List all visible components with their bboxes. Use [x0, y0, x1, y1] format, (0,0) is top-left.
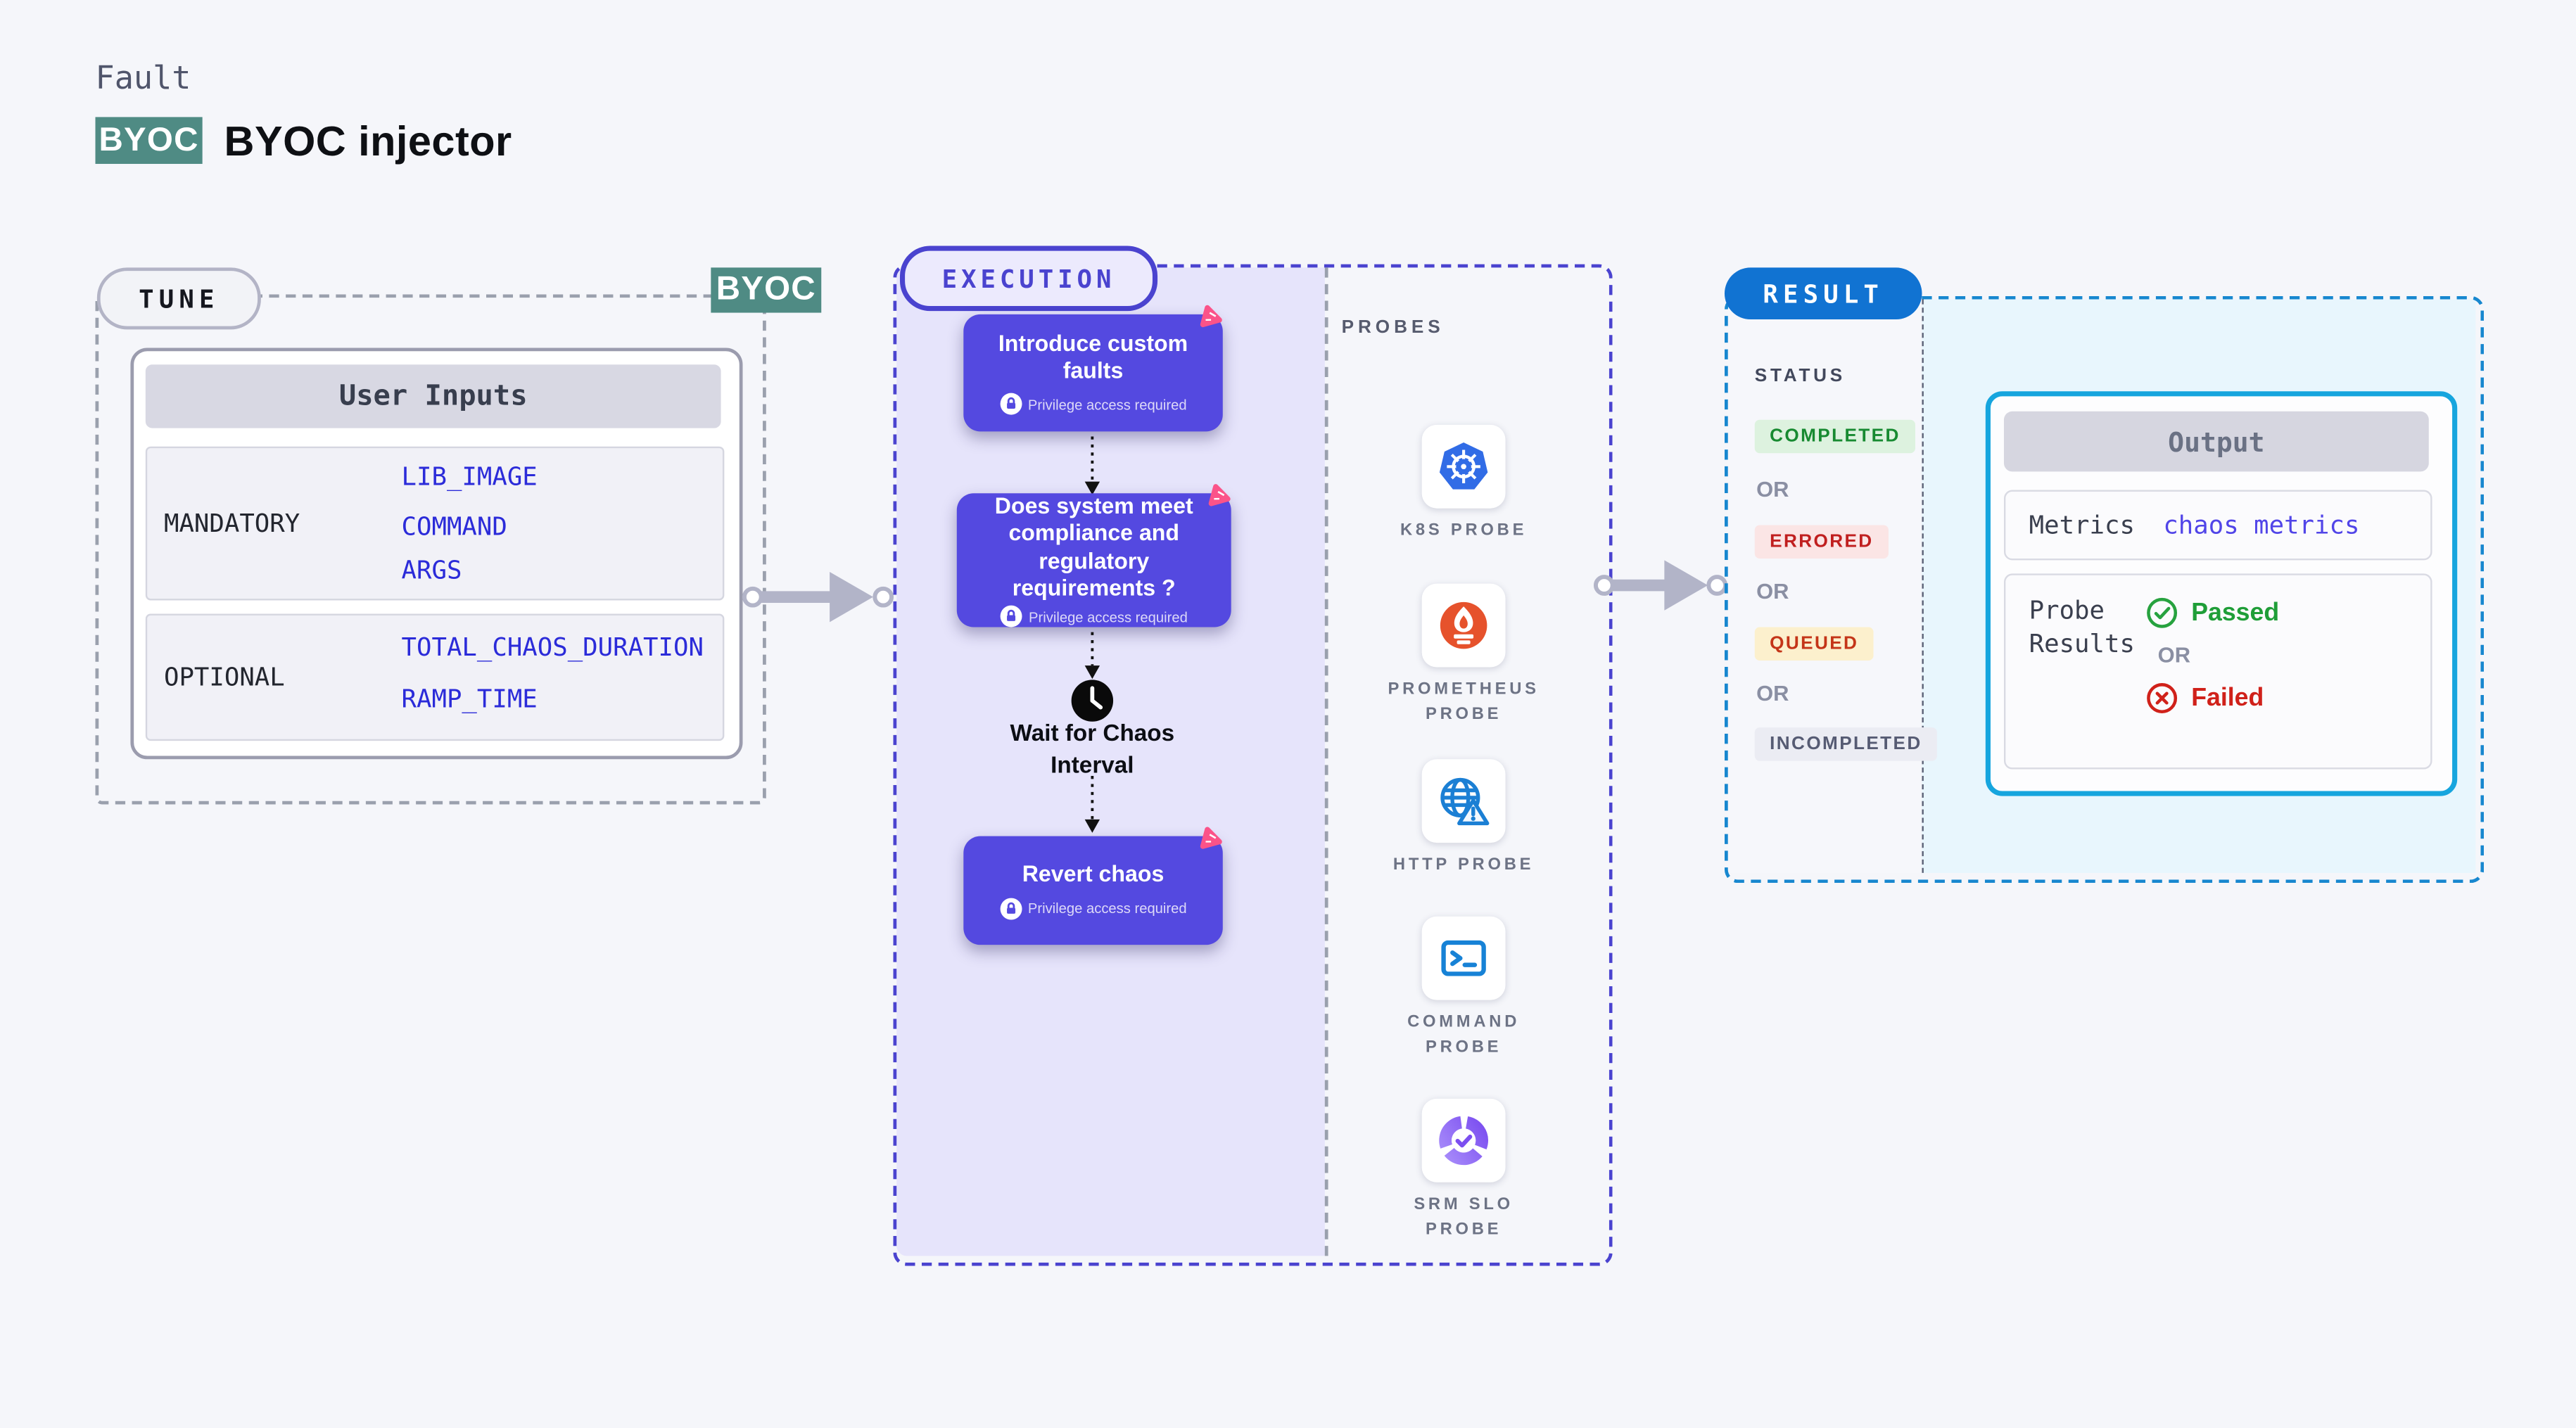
step-introduce-faults: Introduce custom faults Privilege access…: [963, 314, 1223, 432]
probe-label: PROMETHEUS PROBE: [1388, 680, 1540, 725]
lock-icon: [999, 393, 1022, 416]
or-label: OR: [1756, 476, 1789, 502]
output-header: Output: [2003, 411, 2429, 472]
lock-icon: [1000, 606, 1022, 628]
chaos-logo-icon: [1208, 484, 1231, 506]
passed-label: Passed: [2191, 597, 2280, 627]
probe-srm-slo: SRM SLO PROBE: [1380, 1098, 1547, 1242]
terminal-icon: [1421, 916, 1506, 1000]
byoc-corner-badge: BYOC: [711, 267, 822, 313]
status-badge-errored: ERRORED: [1754, 525, 1889, 559]
http-globe-icon: [1421, 759, 1506, 843]
probe-command: COMMAND PROBE: [1380, 916, 1547, 1060]
input-value: TOTAL_CHAOS_DURATION: [401, 632, 704, 663]
or-label: OR: [1756, 680, 1789, 706]
probe-label: SRM SLO PROBE: [1414, 1195, 1514, 1239]
step-title: Does system meet compliance and regulato…: [994, 492, 1193, 601]
input-value: RAMP_TIME: [401, 684, 538, 715]
probe-results-label: Probe Results: [2029, 595, 2135, 658]
probe-http: HTTP PROBE: [1380, 759, 1547, 878]
privilege-note: Privilege access required: [1029, 608, 1188, 625]
step-title: Introduce custom faults: [998, 330, 1188, 383]
optional-row: OPTIONAL TOTAL_CHAOS_DURATION RAMP_TIME: [145, 613, 725, 741]
result-status-column: [1727, 299, 1921, 873]
probe-label: COMMAND PROBE: [1407, 1013, 1521, 1057]
execution-fill: [896, 267, 1325, 1256]
failed-label: Failed: [2191, 683, 2264, 712]
wait-clock-icon: [1071, 680, 1114, 722]
metrics-label: Metrics: [2029, 510, 2135, 540]
result-section: [1724, 295, 2485, 884]
input-value: LIB_IMAGE: [401, 461, 538, 492]
execution-to-result-arrow: [1593, 560, 1728, 611]
probe-label: HTTP PROBE: [1392, 856, 1535, 875]
flow-connector: [1084, 632, 1100, 680]
lock-icon: [999, 897, 1022, 919]
step-compliance-check: Does system meet compliance and regulato…: [956, 492, 1231, 628]
srm-slo-icon: [1421, 1098, 1506, 1182]
status-badge-completed: COMPLETED: [1754, 419, 1916, 454]
kubernetes-icon: [1421, 424, 1506, 509]
step-title: Revert chaos: [1022, 861, 1165, 887]
result-pill: RESULT: [1724, 267, 1922, 320]
metrics-row: Metrics chaos metrics: [2003, 490, 2432, 561]
metrics-value: chaos metrics: [2163, 510, 2360, 540]
probes-label: PROBES: [1341, 317, 1445, 338]
step-revert-chaos: Revert chaos Privilege access required: [963, 836, 1223, 945]
tune-to-execution-arrow: [742, 572, 894, 623]
status-badge-queued: QUEUED: [1754, 627, 1874, 661]
wait-interval-label: Wait for Chaos Interval: [1010, 719, 1175, 778]
probe-results-row: Probe Results Passed OR Failed: [2003, 573, 2432, 770]
privilege-note: Privilege access required: [1027, 396, 1187, 414]
check-circle-icon: [2147, 597, 2178, 627]
or-label: OR: [1756, 578, 1789, 604]
flow-connector: [1084, 776, 1100, 833]
tune-section: [95, 294, 766, 805]
byoc-header-badge: BYOC: [95, 117, 203, 164]
probe-k8s: K8S PROBE: [1380, 424, 1547, 544]
status-badge-incompleted: INCOMPLETED: [1754, 727, 1938, 761]
mandatory-label: MANDATORY: [163, 508, 300, 539]
input-value: COMMAND: [401, 511, 507, 542]
fault-eyebrow: Fault: [95, 60, 191, 97]
chaos-logo-icon: [1200, 305, 1222, 328]
prometheus-icon: [1421, 583, 1506, 668]
status-label: STATUS: [1754, 366, 1846, 387]
probe-prometheus: PROMETHEUS PROBE: [1380, 583, 1547, 727]
privilege-note: Privilege access required: [1027, 900, 1187, 917]
flow-connector: [1084, 436, 1100, 495]
mandatory-row: MANDATORY LIB_IMAGE COMMAND ARGS: [145, 446, 725, 601]
or-label: OR: [2157, 642, 2191, 668]
execution-pill: EXECUTION: [899, 246, 1158, 312]
probes-divider: [1324, 267, 1328, 1256]
tune-pill: TUNE: [96, 267, 261, 330]
user-inputs-header: User Inputs: [145, 364, 721, 428]
page-title: BYOC injector: [224, 118, 512, 166]
optional-label: OPTIONAL: [163, 662, 285, 693]
x-circle-icon: [2147, 682, 2178, 713]
chaos-logo-icon: [1200, 827, 1222, 849]
input-value: ARGS: [401, 555, 462, 586]
probe-label: K8S PROBE: [1400, 521, 1528, 540]
execution-section: [893, 264, 1613, 1266]
